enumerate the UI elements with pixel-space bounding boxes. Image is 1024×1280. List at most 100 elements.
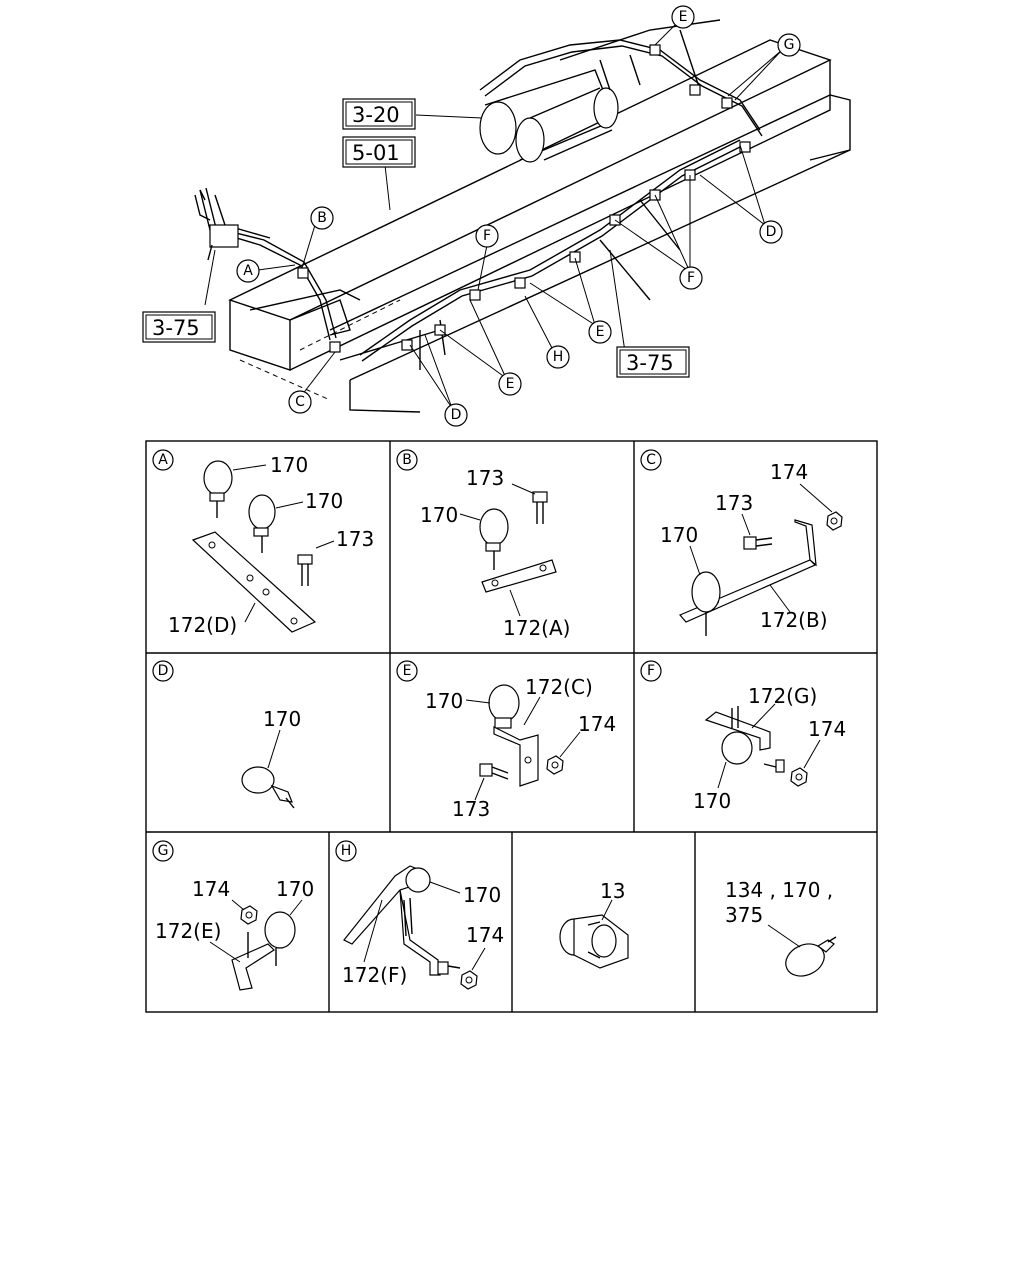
nut-174 xyxy=(546,755,564,775)
callout-f-lower[interactable]: F xyxy=(679,266,703,290)
ref-text: 3-75 xyxy=(152,316,200,340)
label-172-e: 172(E) xyxy=(155,919,221,943)
detail-h[interactable]: H 170 174 172(F) xyxy=(335,840,504,990)
bolt xyxy=(437,961,461,975)
callout-letter: H xyxy=(553,349,564,365)
clamp-band xyxy=(785,936,837,977)
reference-box-3-75-left[interactable]: 3-75 xyxy=(142,311,216,343)
callout-h[interactable]: H xyxy=(546,345,570,369)
label-174: 174 xyxy=(770,460,808,484)
callout-e-top[interactable]: E xyxy=(671,5,695,29)
label-13: 13 xyxy=(600,879,625,903)
label-170: 170 xyxy=(270,453,308,477)
detail-c[interactable]: C 174 173 170 172(B) xyxy=(640,449,843,636)
bracket-172-c xyxy=(493,726,539,787)
detail-part-13[interactable]: 13 xyxy=(559,879,629,969)
label-173: 173 xyxy=(452,797,490,821)
reference-box-5-01[interactable]: 5-01 xyxy=(342,136,416,168)
callout-letter: E xyxy=(506,376,515,392)
callout-f-upper[interactable]: F xyxy=(475,224,499,248)
detail-d[interactable]: D 170 xyxy=(152,660,301,809)
clamp-170 xyxy=(488,684,520,729)
ref-text: 3-20 xyxy=(352,103,400,127)
label-170: 170 xyxy=(276,877,314,901)
detail-letter: D xyxy=(158,663,169,679)
bracket-172-e xyxy=(231,932,275,991)
clip-markers xyxy=(297,44,751,353)
detail-g-letter: G xyxy=(152,840,174,862)
detail-part-134-170-375[interactable]: 134 , 170 , 375 xyxy=(725,878,837,982)
nut-174 xyxy=(790,767,808,787)
callout-d-right[interactable]: D xyxy=(759,220,783,244)
label-173: 173 xyxy=(336,527,374,551)
brake-pipe-harness xyxy=(194,39,763,370)
air-tank xyxy=(479,69,619,163)
frame-rails xyxy=(228,19,851,413)
label-170: 170 xyxy=(693,789,731,813)
bolt-173 xyxy=(297,554,313,586)
detail-g[interactable]: G 174 170 172(E) xyxy=(152,840,314,991)
callout-d-bottom[interactable]: D xyxy=(444,403,468,427)
label-170: 170 xyxy=(425,689,463,713)
label-172-f: 172(F) xyxy=(342,963,407,987)
detail-f-letter: F xyxy=(640,660,662,682)
bracket-172-d xyxy=(191,531,317,633)
label-172-c: 172(C) xyxy=(525,675,593,699)
callout-letter: E xyxy=(596,324,605,340)
detail-b-letter: B xyxy=(396,449,418,471)
detail-letter: C xyxy=(646,452,656,468)
callout-letter: F xyxy=(687,270,695,286)
label-172-a: 172(A) xyxy=(503,616,570,640)
label-173: 173 xyxy=(466,466,504,490)
reference-box-3-75-right[interactable]: 3-75 xyxy=(616,346,690,378)
nut-174 xyxy=(240,905,258,925)
label-172-d: 172(D) xyxy=(168,613,237,637)
label-172-b: 172(B) xyxy=(760,608,828,632)
callout-b[interactable]: B xyxy=(310,206,334,230)
bolt xyxy=(763,759,785,773)
callout-letter: F xyxy=(483,228,491,244)
callout-letter: G xyxy=(784,37,795,53)
callout-g[interactable]: G xyxy=(777,33,801,57)
detail-letter: A xyxy=(158,452,168,468)
bolt-173 xyxy=(743,536,773,550)
callout-e-low[interactable]: E xyxy=(498,372,522,396)
label-174: 174 xyxy=(578,712,616,736)
reference-box-3-20[interactable]: 3-20 xyxy=(342,98,416,130)
detail-letter: E xyxy=(403,663,412,679)
clamp-170 xyxy=(691,571,721,636)
clamp-170 xyxy=(241,766,295,809)
detail-f[interactable]: F 172(G) 174 170 xyxy=(640,660,846,813)
clamp-170 xyxy=(405,867,431,893)
label-174: 174 xyxy=(466,923,504,947)
detail-letter: B xyxy=(402,452,412,468)
callout-letter: B xyxy=(317,210,327,226)
callout-a[interactable]: A xyxy=(236,259,260,283)
clamp-170 xyxy=(264,911,296,966)
detail-a[interactable]: A 170 170 173 172(D) xyxy=(152,449,374,637)
callout-letter: D xyxy=(451,407,462,423)
chassis-overview: 3-20 5-01 3-75 3-75 E G B F A D F E H E … xyxy=(142,5,851,427)
leader-lines xyxy=(204,19,783,409)
detail-h-letter: H xyxy=(335,840,357,862)
ref-text: 3-75 xyxy=(626,351,674,375)
label-174: 174 xyxy=(808,717,846,741)
clamp-170 xyxy=(203,460,233,518)
label-172-g: 172(G) xyxy=(748,684,817,708)
label-170: 170 xyxy=(305,489,343,513)
callout-c[interactable]: C xyxy=(288,390,312,414)
grommet-13 xyxy=(559,914,629,969)
bolt-173 xyxy=(532,491,548,524)
detail-letter: F xyxy=(647,663,655,679)
detail-b[interactable]: B 173 170 172(A) xyxy=(396,449,570,640)
bracket-172-a xyxy=(481,559,557,593)
label-375: 375 xyxy=(725,903,763,927)
clamp-170 xyxy=(721,731,753,765)
detail-e-letter: E xyxy=(396,660,418,682)
detail-e[interactable]: E 170 172(C) 174 173 xyxy=(396,660,616,821)
clamp-170 xyxy=(479,508,509,570)
label-170: 170 xyxy=(263,707,301,731)
bracket-172-g xyxy=(704,706,771,751)
callout-e-mid[interactable]: E xyxy=(588,320,612,344)
